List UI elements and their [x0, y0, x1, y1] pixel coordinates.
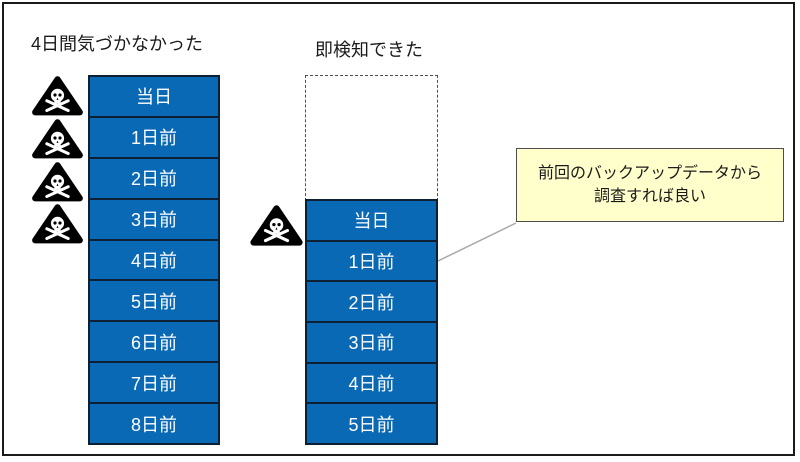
right-day-stack: 当日 1日前 2日前 3日前 4日前 5日前	[305, 199, 438, 445]
day-box: 7日前	[90, 361, 218, 403]
day-box: 6日前	[90, 320, 218, 362]
day-box: 5日前	[90, 279, 218, 321]
day-box: 1日前	[90, 115, 218, 157]
skull-warning-icon	[28, 160, 87, 203]
left-warning-icons	[28, 74, 87, 245]
callout-text-line2: 調査すれば良い	[593, 188, 706, 205]
day-box: 2日前	[90, 156, 218, 198]
outer-frame	[2, 2, 795, 456]
day-box: 5日前	[307, 402, 436, 444]
skull-warning-icon	[28, 202, 87, 245]
right-column-title: 即検知できた	[315, 40, 423, 60]
left-day-stack: 当日 1日前 2日前 3日前 4日前 5日前 6日前 7日前 8日前	[88, 75, 220, 445]
day-box: 4日前	[90, 238, 218, 280]
day-box: 4日前	[307, 361, 436, 403]
callout-text-line1: 前回のバックアップデータから	[537, 165, 762, 182]
skull-warning-icon	[28, 74, 87, 117]
empty-backup-slots	[305, 75, 438, 201]
day-box: 2日前	[307, 280, 436, 322]
day-box: 3日前	[307, 321, 436, 362]
day-box: 3日前	[90, 197, 218, 239]
callout-note: 前回のバックアップデータから 調査すれば良い	[516, 148, 784, 222]
day-box: 1日前	[307, 239, 436, 281]
skull-warning-icon	[28, 117, 87, 160]
left-column-title: 4日間気づかなかった	[31, 34, 204, 54]
skull-warning-icon	[249, 202, 304, 248]
day-box: 当日	[90, 77, 218, 116]
day-box: 当日	[307, 201, 436, 240]
day-box: 8日前	[90, 402, 218, 444]
